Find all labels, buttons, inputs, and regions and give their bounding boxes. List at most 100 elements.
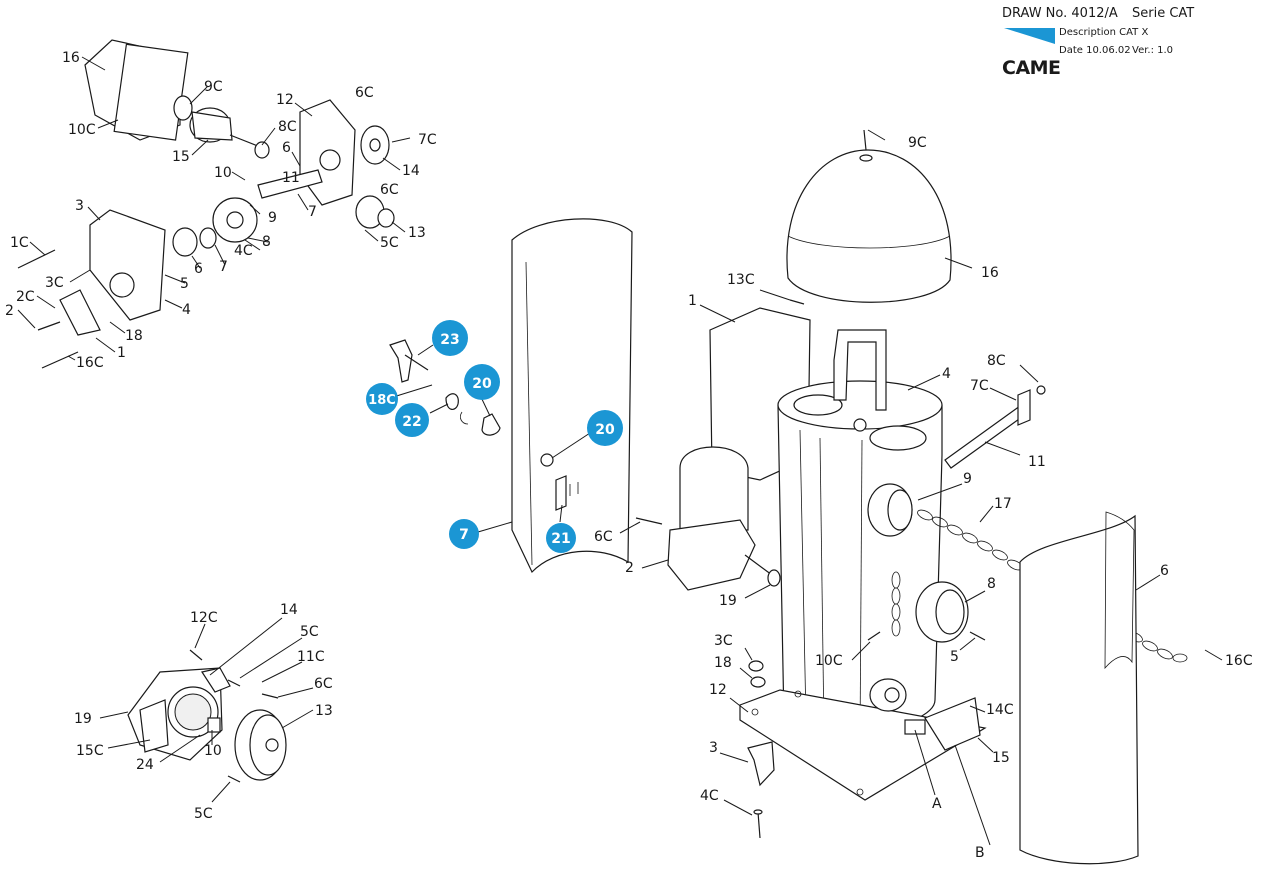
part-label: 9C (204, 79, 223, 95)
part-label: 10 (204, 743, 222, 759)
release-leaders (99, 617, 314, 803)
badge-21 (546, 523, 576, 553)
part-label: A (932, 796, 942, 812)
part-label: 3 (75, 198, 84, 214)
part-label: 5C (300, 624, 319, 640)
badge-7 (449, 519, 479, 549)
part-label: 15 (992, 750, 1010, 766)
part-label: 11 (282, 170, 300, 186)
part-label: 9C (908, 135, 927, 151)
part-label: 6 (1160, 563, 1169, 579)
column-leaders (619, 129, 1223, 846)
badge-label: 21 (551, 531, 570, 547)
part-label: 5 (180, 276, 189, 292)
part-label: 11C (297, 649, 325, 665)
badges (366, 320, 623, 553)
part-label: 1C (10, 235, 29, 251)
part-label: 10C (68, 122, 96, 138)
part-label: 12C (190, 610, 218, 626)
part-label: 1 (688, 293, 697, 309)
part-label: 14C (986, 702, 1014, 718)
part-label: 7C (418, 132, 437, 148)
part-label: 2 (5, 303, 14, 319)
badge-label: 20 (595, 422, 615, 438)
brand-logo: CAME (1002, 57, 1061, 79)
part-label: 13C (727, 272, 755, 288)
part-label: 1 (117, 345, 126, 361)
part-label: 14 (280, 602, 298, 618)
badge-labels: 23 20 18C 22 20 7 21 (368, 332, 615, 547)
badge-label: 22 (402, 414, 421, 430)
bollard-column-assembly (511, 129, 1188, 865)
part-label: 7 (219, 259, 228, 275)
gearmotor-leaders (17, 56, 411, 361)
badge-label: 23 (440, 332, 459, 348)
part-label: 7 (308, 204, 317, 220)
part-label: 6C (594, 529, 613, 545)
part-label: 8C (278, 119, 297, 135)
highlighted-small-parts (389, 339, 501, 436)
badge-label: 18C (368, 393, 396, 408)
badge-label: 7 (459, 527, 469, 543)
part-label: 5 (950, 649, 959, 665)
part-label: 16 (981, 265, 999, 281)
part-label: 7C (970, 378, 989, 394)
part-label: 10C (815, 653, 843, 669)
part-label: 6 (194, 261, 203, 277)
manual-release-assembly (127, 649, 287, 783)
part-label: 8 (262, 234, 271, 250)
drawing-number: DRAW No. 4012/A (1002, 6, 1118, 21)
part-label: 16 (62, 50, 80, 66)
part-label: 3C (714, 633, 733, 649)
column-labels: 9C 16 13C 1 4 8C 7C 11 9 17 6C 2 19 8 6 … (594, 135, 1253, 861)
part-label: 17 (994, 496, 1012, 512)
part-label: 2C (16, 289, 35, 305)
part-label: 4 (182, 302, 191, 318)
part-label: 9 (268, 210, 277, 226)
part-label: 6C (355, 85, 374, 101)
badge-label: 20 (472, 376, 492, 392)
part-label: 18 (714, 655, 732, 671)
part-label: 16C (76, 355, 104, 371)
badge-22 (395, 403, 429, 437)
gearmotor-assembly (17, 39, 395, 369)
part-label: 4C (700, 788, 719, 804)
description-label: Description CAT X (1059, 27, 1149, 38)
version-label: Ver.: 1.0 (1132, 45, 1174, 56)
badge-18c (366, 383, 398, 415)
part-label: 15C (76, 743, 104, 759)
part-label: 2 (625, 560, 634, 576)
part-label: 6C (314, 676, 333, 692)
part-label: 14 (402, 163, 420, 179)
release-labels: 12C 14 5C 11C 6C 19 13 15C 24 10 5C (74, 602, 333, 822)
badge-20-a (464, 364, 500, 400)
part-label: 24 (136, 757, 154, 773)
part-label: 10 (214, 165, 232, 181)
part-label: 11 (1028, 454, 1046, 470)
series-label: Serie CAT (1132, 6, 1195, 21)
part-label: 18 (125, 328, 143, 344)
part-label: 6 (282, 140, 291, 156)
part-label: B (975, 845, 985, 861)
part-label: 15 (172, 149, 190, 165)
part-label: 4 (942, 366, 951, 382)
part-label: 19 (74, 711, 92, 727)
part-label: 13 (315, 703, 333, 719)
badge-20-b (587, 410, 623, 446)
part-label: 12 (709, 682, 727, 698)
part-label: 19 (719, 593, 737, 609)
part-label: 3C (45, 275, 64, 291)
part-label: 16C (1225, 653, 1253, 669)
part-label: 6C (380, 182, 399, 198)
part-label: 8 (987, 576, 996, 592)
part-label: 13 (408, 225, 426, 241)
part-label: 5C (194, 806, 213, 822)
brand-flag-icon (1004, 28, 1055, 44)
part-label: 4C (234, 243, 253, 259)
part-label: 12 (276, 92, 294, 108)
date-label: Date 10.06.02 (1059, 45, 1131, 56)
part-label: 9 (963, 471, 972, 487)
title-block: DRAW No. 4012/A Serie CAT Description CA… (1002, 6, 1252, 79)
part-label: 3 (709, 740, 718, 756)
